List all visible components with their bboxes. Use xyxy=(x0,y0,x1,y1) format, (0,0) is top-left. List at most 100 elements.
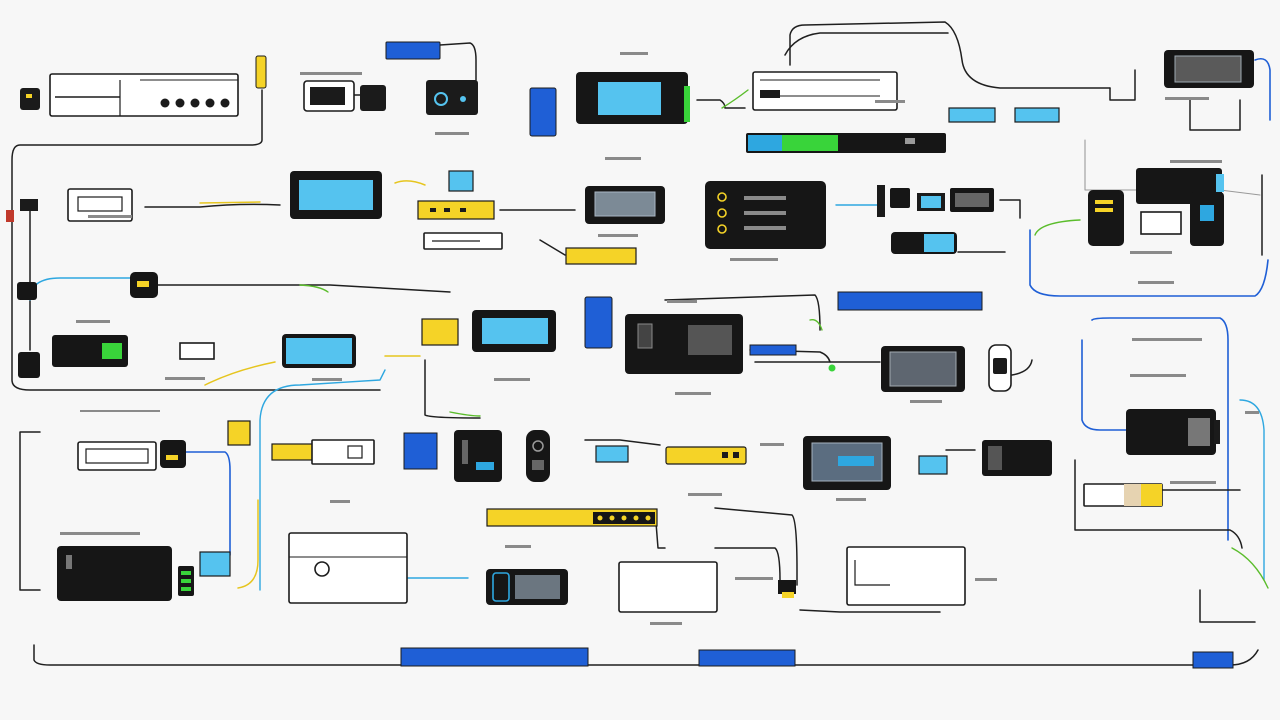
yellow-switch-node xyxy=(665,446,747,465)
label-mark xyxy=(505,545,531,548)
port-dot xyxy=(609,515,615,521)
wire xyxy=(999,199,1021,219)
rack-unit-node xyxy=(311,439,375,465)
light-blue-tag-node xyxy=(948,107,996,123)
tower-led xyxy=(1216,174,1224,192)
label-mark xyxy=(312,378,342,381)
label-mark xyxy=(60,532,140,535)
label-mark xyxy=(1165,97,1209,100)
illegible-label-marks xyxy=(60,52,1259,625)
yellow-block-node xyxy=(227,420,251,446)
rack-unit-node xyxy=(49,73,239,117)
blue-bar-node xyxy=(385,41,441,60)
label-mark xyxy=(675,392,711,395)
label-mark xyxy=(1132,338,1202,341)
light-blue-block-node xyxy=(448,170,474,192)
wire xyxy=(789,21,1111,89)
wire xyxy=(1109,69,1136,101)
wire xyxy=(539,239,566,256)
panel-line xyxy=(854,560,890,586)
status-led xyxy=(181,587,191,591)
control-panel-node xyxy=(454,430,502,482)
wire xyxy=(1254,57,1271,121)
tower-led xyxy=(1095,208,1113,212)
module-indicator xyxy=(434,92,448,106)
rack-unit-node xyxy=(752,71,898,111)
port-dot xyxy=(175,98,185,108)
monitor-screen xyxy=(482,318,548,344)
panel-line xyxy=(744,196,786,200)
port-dot xyxy=(220,98,230,108)
panel-screen xyxy=(688,325,732,355)
router-panel xyxy=(85,448,149,464)
label-mark xyxy=(875,100,905,103)
monitor-screen xyxy=(921,196,941,208)
switch-segment xyxy=(748,135,782,151)
wire xyxy=(1091,317,1229,541)
wire xyxy=(185,451,231,556)
wire xyxy=(439,42,477,81)
panel-screen xyxy=(1188,418,1210,446)
wire xyxy=(259,369,386,591)
blue-bar-node xyxy=(749,344,797,356)
monitor-screen xyxy=(299,180,373,210)
wire xyxy=(1189,99,1241,131)
switch-port xyxy=(722,452,728,458)
port-dot xyxy=(160,98,170,108)
panel-node xyxy=(1140,211,1182,235)
small-device-node xyxy=(17,282,37,300)
small-device-node xyxy=(778,580,796,594)
light-blue-tag-node xyxy=(595,445,629,463)
wire xyxy=(1029,229,1269,297)
wire xyxy=(749,349,831,363)
monitor-icon-frame xyxy=(492,572,510,602)
screen-highlight xyxy=(838,456,874,466)
wire xyxy=(29,277,131,301)
panel-slot xyxy=(66,555,72,569)
handheld-screen xyxy=(532,460,544,470)
red-indicator xyxy=(6,210,14,222)
port-dot xyxy=(205,98,215,108)
wire xyxy=(714,547,781,581)
small-device-node xyxy=(20,88,40,110)
panel-node xyxy=(846,546,966,606)
panel-node xyxy=(618,561,718,613)
wire xyxy=(19,431,41,591)
label-mark xyxy=(435,132,469,135)
panel-indicator xyxy=(717,224,727,234)
wire xyxy=(394,180,426,186)
panel-handle xyxy=(1214,420,1220,444)
label-mark xyxy=(300,72,362,75)
handheld-dial xyxy=(532,440,544,452)
router-panel xyxy=(77,196,123,212)
monitor-screen xyxy=(598,82,661,115)
panel-node xyxy=(179,342,215,360)
wire xyxy=(199,201,261,204)
switch-port xyxy=(905,138,915,144)
wire xyxy=(784,32,949,56)
plug-led xyxy=(137,281,149,287)
wire xyxy=(721,89,749,109)
connector-wires xyxy=(11,21,1271,666)
wire xyxy=(449,411,481,417)
small-device-node xyxy=(890,188,910,208)
yellow-tag-node xyxy=(255,55,267,89)
wire xyxy=(33,644,1259,666)
panel-line xyxy=(744,226,786,230)
port-dot xyxy=(190,98,200,108)
label-mark xyxy=(605,157,641,160)
panel-led xyxy=(476,462,494,470)
yellow-switch-node xyxy=(417,200,495,220)
label-mark xyxy=(620,52,648,55)
label-mark xyxy=(1245,411,1259,414)
yellow-block-node xyxy=(421,318,459,346)
wire xyxy=(424,359,481,419)
label-mark xyxy=(598,234,638,237)
monitor-screen xyxy=(1174,55,1242,83)
port-dot xyxy=(645,515,651,521)
label-mark xyxy=(650,622,682,625)
wire xyxy=(1011,359,1033,376)
small-device-node xyxy=(18,352,40,378)
rack-dial xyxy=(314,561,330,577)
blue-bus-segment xyxy=(400,647,589,667)
